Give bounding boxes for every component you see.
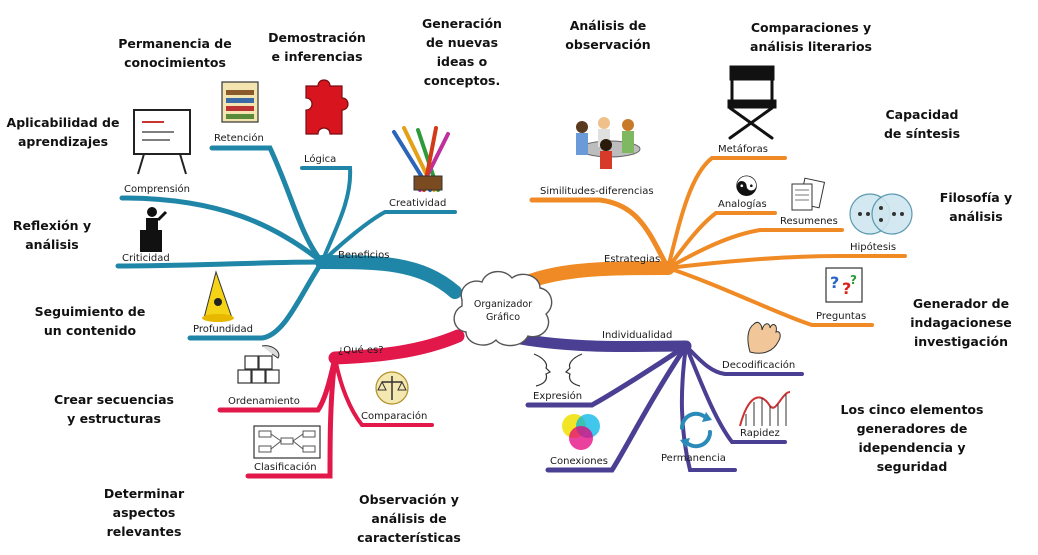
link-metaforas [666, 156, 787, 270]
trunk-que-es [328, 329, 465, 365]
color-circles-icon [562, 414, 600, 450]
hand-sign-icon [747, 321, 781, 354]
link-preguntas [666, 266, 874, 327]
leaf-resumenes[interactable]: Resumenes [780, 216, 838, 227]
note-generador-indagacion: Generador de indagacionese investigación [910, 296, 1012, 349]
note-reflexion-analisis: Reflexión y análisis [12, 218, 92, 252]
note-capacidad-sintesis: Capacidad de síntesis [883, 107, 961, 141]
note-determinar-aspectos: Determinar aspectos relevantes [103, 486, 185, 539]
note-comparaciones-literarios: Comparaciones y análisis literarios [750, 20, 872, 54]
note-cinco-elementos: Los cinco elementos generadores de idepe… [840, 402, 984, 474]
branch-label-individualidad[interactable]: Individualidad [602, 330, 672, 341]
link-criticidad [115, 259, 325, 269]
yin-yang-icon: ☯ [734, 170, 759, 203]
center-node[interactable]: Organizador Gráfico [453, 271, 553, 347]
leaf-creatividad[interactable]: Creatividad [389, 198, 446, 209]
leaf-preguntas[interactable]: Preguntas [816, 311, 866, 322]
group-discussion-icon [576, 117, 641, 169]
leaf-retencion[interactable]: Retención [214, 132, 264, 144]
link-creatividad [320, 210, 457, 264]
note-generacion-ideas: Generación de nuevas ideas o conceptos. [422, 16, 502, 88]
puzzle-piece-icon [305, 79, 349, 135]
note-analisis-observacion: Análisis de observación [565, 18, 651, 52]
leaf-clasificacion[interactable]: Clasificación [254, 461, 317, 473]
note-filosofia-analisis: Filosofía y análisis [939, 190, 1013, 224]
speaker-podium-icon [140, 207, 168, 252]
link-decodificacion [684, 344, 804, 376]
question-marks-icon: ? ? ? [825, 267, 863, 303]
link-retencion [209, 145, 325, 265]
note-crear-secuencias: Crear secuencias y estructuras [54, 392, 174, 426]
spotlight-icon [202, 270, 234, 322]
branch-label-beneficios[interactable]: Beneficios [338, 250, 389, 261]
leaf-comprension[interactable]: Comprensión [124, 183, 190, 195]
venn-diagram-icon [849, 193, 913, 235]
leaf-criticidad[interactable]: Criticidad [122, 253, 170, 264]
leaf-rapidez[interactable]: Rapidez [740, 428, 780, 439]
link-conexiones [545, 343, 689, 473]
link-permanencia [679, 344, 737, 472]
leaf-decodificacion[interactable]: Decodificación [722, 359, 795, 371]
flow-diagram-icon [253, 425, 321, 459]
leaf-ordenamiento[interactable]: Ordenamiento [228, 396, 300, 407]
cycle-arrows-icon [679, 411, 713, 449]
trunk-individualidad [499, 330, 692, 353]
link-analogias [666, 211, 777, 270]
note-observacion-caracteristicas: Observación y análisis de característica… [357, 492, 461, 545]
paintbrushes-icon [392, 126, 450, 192]
branch-label-que-es[interactable]: ¿Qué es? [338, 344, 384, 356]
branch-label-estrategias[interactable]: Estrategias [604, 254, 660, 265]
link-rapidez [684, 344, 787, 444]
note-permanencia-conocimientos: Permanencia de conocimientos [118, 36, 232, 70]
director-chair-icon [727, 65, 777, 140]
books-icon [221, 81, 259, 123]
branch-estrategias [493, 156, 907, 327]
leaf-comparacion[interactable]: Comparación [361, 410, 427, 422]
link-clasificacion [245, 355, 338, 479]
balance-scale-icon [375, 371, 409, 405]
leaf-hipotesis[interactable]: Hipótesis [850, 241, 896, 253]
center-label-line1: Organizador [474, 299, 532, 310]
facing-profiles-icon [533, 353, 583, 387]
branch-beneficios [115, 145, 462, 341]
link-comprension [119, 195, 325, 265]
link-comparacion [333, 356, 434, 427]
leaf-conexiones[interactable]: Conexiones [550, 456, 608, 467]
link-expresion [525, 343, 689, 408]
leaf-metaforas[interactable]: Metáforas [718, 143, 768, 155]
stacking-blocks-icon [237, 345, 280, 384]
leaf-logica[interactable]: Lógica [304, 153, 336, 165]
center-cloud-shape [453, 271, 553, 347]
roller-coaster-icon [739, 391, 791, 427]
svg-text:?: ? [842, 279, 851, 298]
branch-individualidad [499, 330, 804, 473]
whiteboard-icon [133, 109, 191, 175]
note-aplicabilidad: Aplicabilidad de aprendizajes [6, 115, 120, 149]
center-label-line2: Gráfico [486, 312, 520, 323]
link-resumenes [666, 228, 844, 270]
leaf-permanencia[interactable]: Permanencia [661, 453, 726, 464]
documents-icon [791, 177, 826, 211]
leaf-similitudes[interactable]: Similitudes-diferencias [540, 186, 654, 197]
note-demostracion-inferencias: Demostración e inferencias [268, 30, 366, 64]
leaf-expresion[interactable]: Expresión [533, 390, 582, 402]
svg-text:?: ? [850, 273, 857, 287]
svg-text:?: ? [830, 273, 839, 292]
link-profundidad [187, 259, 325, 341]
leaf-analogias[interactable]: Analogías [718, 198, 767, 210]
leaf-profundidad[interactable]: Profundidad [193, 324, 253, 335]
link-similitudes [529, 197, 671, 271]
link-hipotesis [666, 254, 907, 270]
trunk-beneficios [315, 255, 462, 299]
branch-que-es [217, 329, 465, 479]
note-seguimiento-contenido: Seguimiento de un contenido [34, 304, 146, 338]
link-logica [300, 166, 353, 264]
